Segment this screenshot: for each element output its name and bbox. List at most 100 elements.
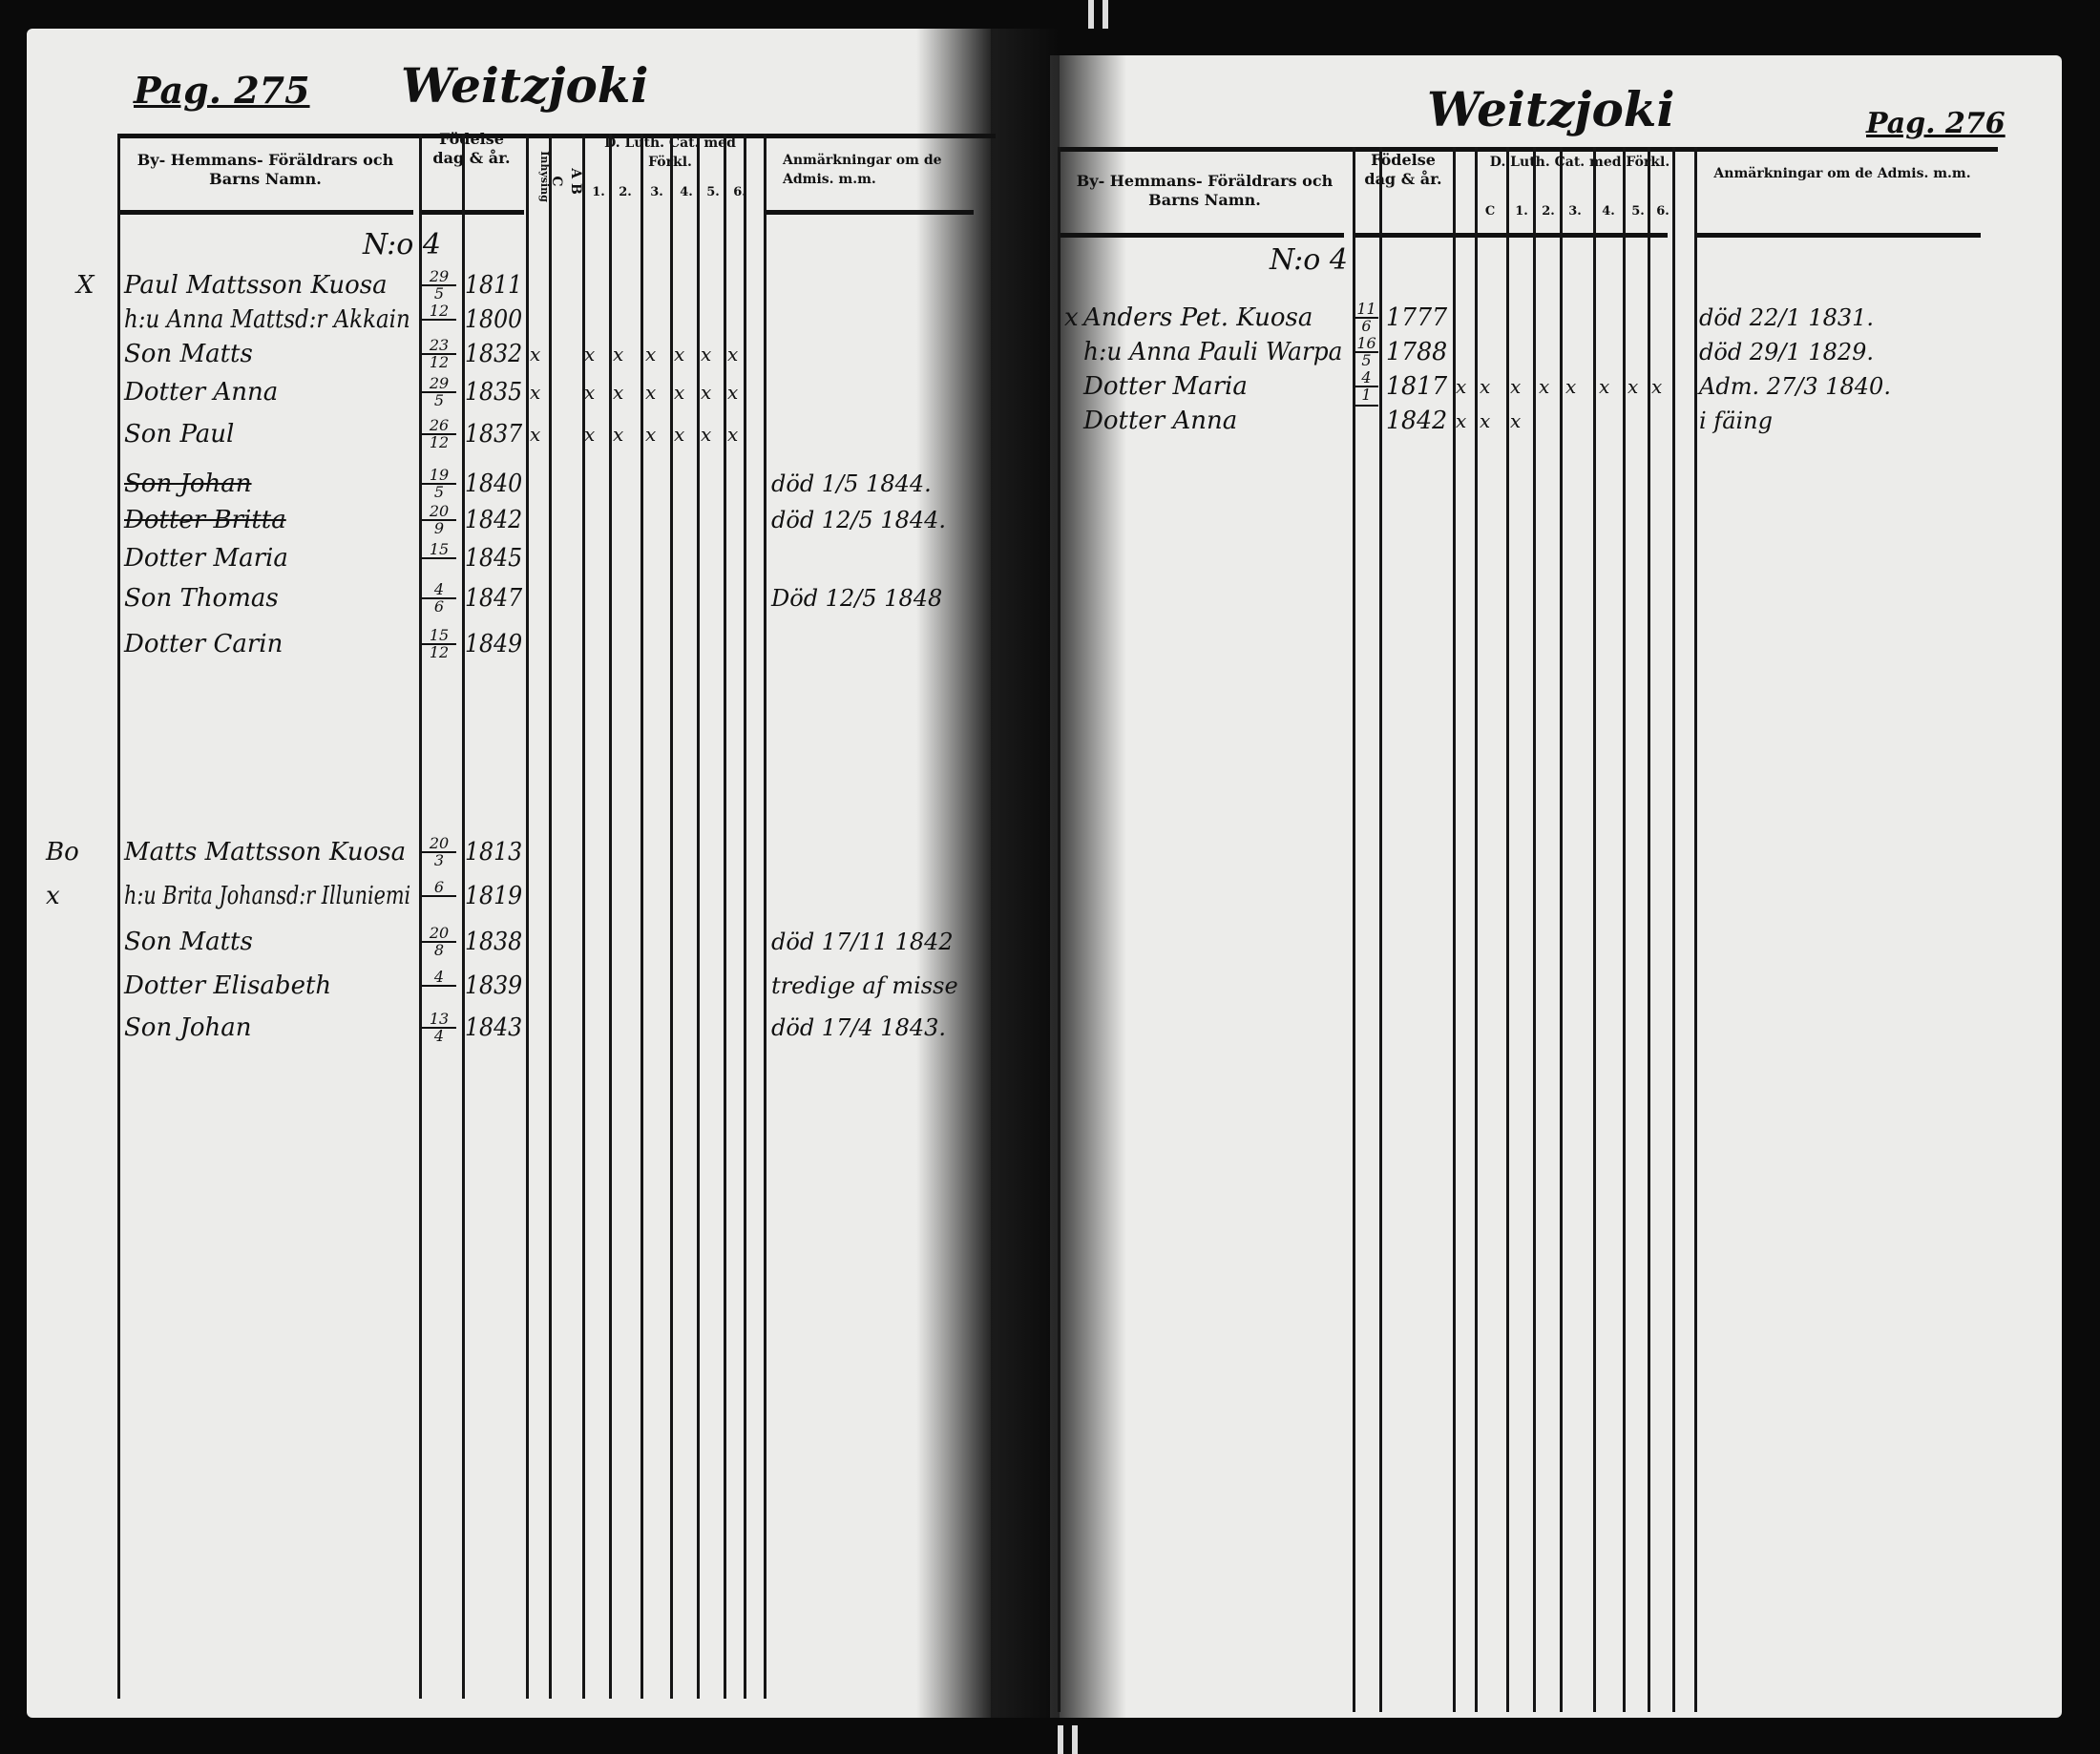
cat-column-number: 5. [706, 185, 720, 199]
catechism-mark: x [645, 381, 657, 404]
remark: död 1/5 1844. [771, 470, 932, 497]
remark: i fäing [1699, 407, 1773, 434]
birth-year: 1777 [1386, 303, 1448, 332]
table-column-line [1379, 147, 1382, 1712]
cat-column-number: 2. [619, 185, 632, 199]
table-rule [1694, 233, 1981, 238]
remark: död 22/1 1831. [1699, 304, 1875, 331]
catechism-mark: x [613, 423, 624, 446]
table-rule [1353, 233, 1668, 238]
row-mark: x [1064, 303, 1079, 332]
birth-year: 1847 [465, 584, 523, 613]
catechism-mark: x [727, 381, 739, 404]
catechism-mark: x [645, 343, 657, 365]
person-name: Son Matts [124, 928, 253, 956]
birth-day: 11 [1354, 302, 1378, 319]
catechism-mark: x [530, 381, 541, 404]
birth-month: 3 [433, 851, 445, 869]
header-catechism: D. Luth. Cat. med Förkl. [1489, 155, 1670, 170]
catechism-mark: x [701, 423, 712, 446]
birth-year: 1800 [465, 305, 523, 334]
table-rule [1058, 233, 1344, 238]
table-rule [764, 210, 974, 215]
catechism-mark: x [701, 381, 712, 404]
table-column-line [724, 134, 726, 1699]
birth-year: 1839 [465, 971, 523, 1000]
birth-year: 1838 [465, 928, 523, 956]
catechism-mark: x [584, 381, 596, 404]
catechism-mark: x [727, 423, 739, 446]
remark: tredige af misse [771, 972, 958, 999]
table-column-line [744, 134, 746, 1699]
birth-day: 20 [422, 836, 456, 853]
birth-month: 4 [433, 1027, 445, 1045]
catechism-mark: x [1510, 375, 1522, 398]
birth-day: 23 [422, 338, 456, 355]
left-page-number: Pag. 275 [134, 69, 310, 112]
table-column-line [1694, 147, 1697, 1712]
birth-year: 1817 [1386, 372, 1448, 401]
birth-day: 4 [1354, 370, 1378, 387]
left-household-number: N:o 4 [363, 228, 441, 261]
catechism-mark: x [530, 423, 541, 446]
birth-day: 20 [422, 504, 456, 521]
row-mark: x [46, 882, 60, 910]
catechism-mark: x [674, 343, 685, 365]
table-column-line [1453, 147, 1456, 1712]
birth-year: 1843 [465, 1013, 523, 1042]
table-column-line [1058, 147, 1060, 1712]
remark: Död 12/5 1848 [771, 585, 943, 612]
birth-year: 1813 [465, 838, 523, 867]
header-birth: Födelse dag & år. [1364, 151, 1442, 188]
person-name: Son Johan [124, 470, 252, 498]
table-column-line [1533, 147, 1536, 1712]
person-name: Dotter Maria [124, 544, 288, 573]
cat-column-number: 5. [1631, 204, 1645, 219]
person-name: Dotter Anna [1083, 407, 1238, 435]
table-rule [117, 134, 996, 138]
birth-day [1354, 405, 1378, 407]
table-column-line [764, 134, 766, 1699]
cat-column-number: 3. [650, 185, 663, 199]
right-page [1050, 55, 2062, 1718]
birth-month: 8 [433, 941, 445, 959]
row-mark: Bo [46, 838, 79, 867]
birth-month: 6 [1361, 317, 1372, 335]
birth-year: 1837 [465, 420, 523, 449]
cat-column-number: 1. [1515, 204, 1528, 219]
catechism-mark: x [701, 343, 712, 365]
catechism-mark: x [727, 343, 739, 365]
catechism-mark: x [584, 423, 596, 446]
birth-year: 1832 [465, 340, 523, 368]
person-name: Dotter Carin [124, 630, 284, 658]
person-name: Paul Mattsson Kuosa [124, 271, 388, 300]
binding-mark-top [1102, 0, 1108, 29]
binding-mark-top [1088, 0, 1094, 29]
person-name: Dotter Anna [124, 378, 279, 407]
birth-year: 1849 [465, 630, 523, 658]
person-name: Dotter Britta [124, 506, 286, 534]
birth-day: 4 [422, 970, 456, 987]
table-column-line [526, 134, 529, 1699]
table-column-line [462, 134, 465, 1699]
birth-month: 1 [1361, 386, 1372, 404]
remark: död 29/1 1829. [1699, 339, 1875, 365]
catechism-mark: x [645, 423, 657, 446]
row-mark: X [76, 271, 94, 300]
cat-column-number: 6. [733, 185, 746, 199]
remark: död 17/11 1842 [771, 929, 954, 955]
table-column-line [1353, 147, 1355, 1712]
catechism-mark: x [674, 381, 685, 404]
table-column-line [1672, 147, 1675, 1712]
table-column-line [582, 134, 585, 1699]
birth-day: 15 [422, 628, 456, 645]
right-household-number: N:o 4 [1270, 243, 1348, 277]
catechism-mark: x [1599, 375, 1610, 398]
table-column-line [1623, 147, 1626, 1712]
left-page [27, 29, 991, 1718]
table-column-line [640, 134, 643, 1699]
birth-month: 12 [429, 643, 450, 661]
binding-mark-bottom [1072, 1725, 1078, 1754]
catechism-mark: x [530, 343, 541, 365]
table-column-line [1475, 147, 1478, 1712]
